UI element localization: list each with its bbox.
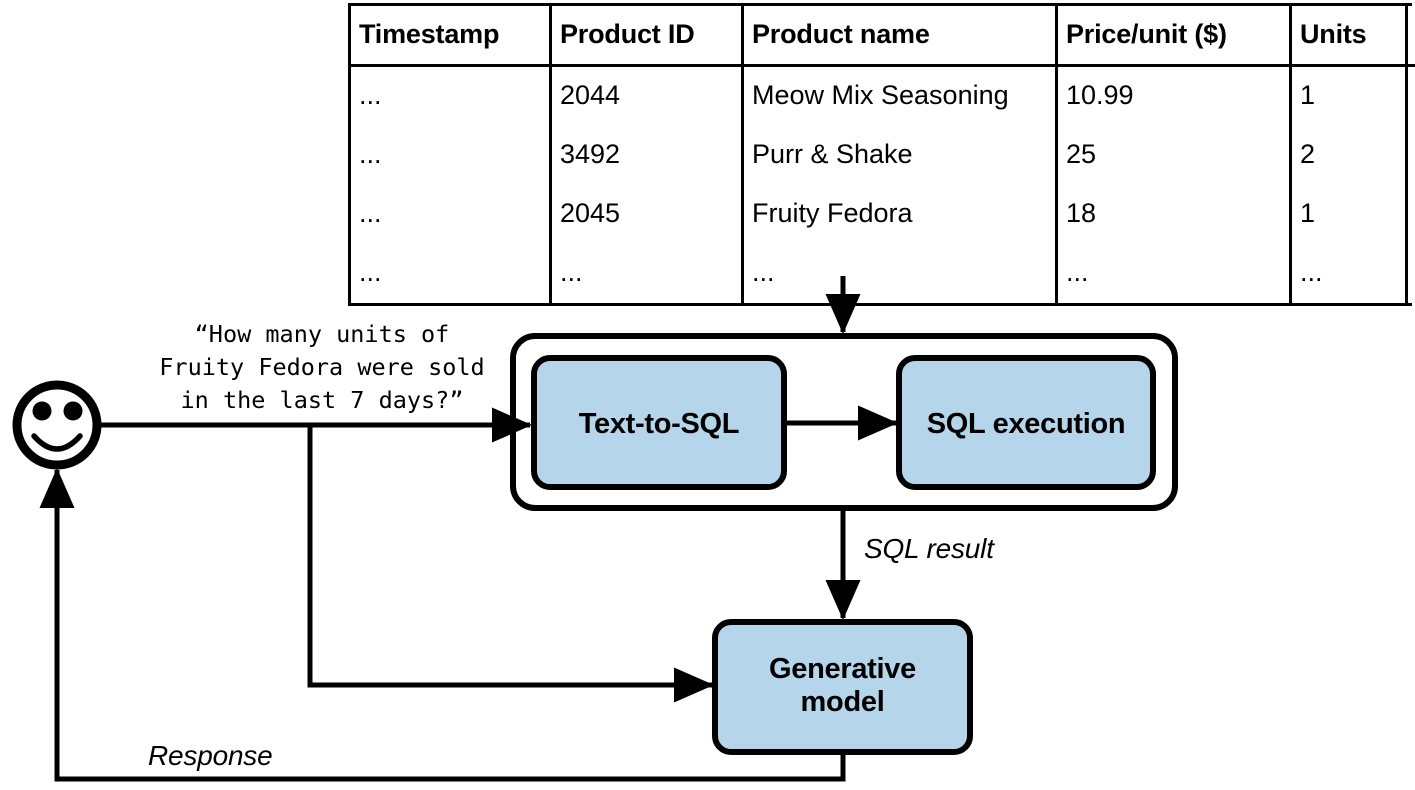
cell-units: 1: [1290, 185, 1408, 244]
table-row: ... 2045 Fruity Fedora 18 1 18: [351, 185, 1415, 244]
node-text-to-sql[interactable]: [531, 355, 787, 490]
edge-label-response: Response: [148, 740, 273, 771]
column-header-product-id: Product ID: [550, 6, 744, 67]
node-label-text-to-sql: Text-to-SQL: [578, 408, 740, 440]
edge-label-sql-result: SQL result: [864, 533, 994, 564]
cell-price-unit: 18: [1056, 185, 1292, 244]
table-row: ... 2044 Meow Mix Seasoning 10.99 1 10.9…: [351, 65, 1415, 126]
user-question-text: “How many units of Fruity Fedora were so…: [159, 320, 485, 414]
cell-price-unit: 25: [1056, 126, 1292, 185]
cell-product-id: 3492: [550, 126, 744, 185]
cell-units: 2: [1290, 126, 1408, 185]
cell-product-name: Meow Mix Seasoning: [742, 65, 1058, 126]
edge-generative-model-to-user: [39, 467, 846, 782]
cell-timestamp: ...: [351, 185, 552, 244]
node-label-sql-execution: SQL execution: [926, 408, 1126, 440]
table-header-row: Timestamp Product ID Product name Price/…: [351, 6, 1415, 67]
column-header-price-unit: Price/unit ($): [1056, 6, 1292, 67]
cell-timestamp: ...: [351, 244, 552, 303]
node-sql-execution[interactable]: [896, 355, 1156, 490]
generative-model-line-1: Generative: [769, 653, 916, 685]
cell-price-unit: ...: [1056, 244, 1292, 303]
cell-units: 1: [1290, 65, 1408, 126]
cell-product-id: ...: [550, 244, 744, 303]
smiley-face-icon: [12, 380, 102, 470]
cell-timestamp: ...: [351, 126, 552, 185]
column-header-product-name: Product name: [742, 6, 1058, 67]
cell-units: ...: [1290, 244, 1408, 303]
edge-user-to-generative-model: [307, 427, 715, 703]
cell-product-id: 2044: [550, 65, 744, 126]
column-header-units: Units: [1290, 6, 1408, 67]
cell-product-name: Fruity Fedora: [742, 185, 1058, 244]
cell-product-name: Purr & Shake: [742, 126, 1058, 185]
cell-product-name: ...: [742, 244, 1058, 303]
cell-product-id: 2045: [550, 185, 744, 244]
cell-timestamp: ...: [351, 65, 552, 126]
cell-price-unit: 10.99: [1056, 65, 1292, 126]
column-header-timestamp: Timestamp: [351, 6, 552, 67]
column-header-total: Total: [1406, 6, 1415, 67]
table-row: ... 3492 Purr & Shake 25 2 50: [351, 126, 1415, 185]
generative-model-line-2: model: [800, 686, 885, 719]
table-row: ... ... ... ... ... ...: [351, 244, 1415, 303]
transactions-table: Timestamp Product ID Product name Price/…: [348, 3, 1415, 306]
